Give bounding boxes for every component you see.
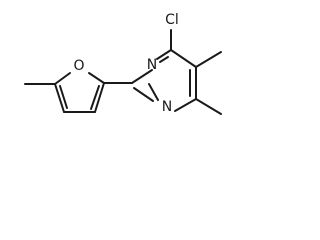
bond-furan-c4-c5-inner xyxy=(59,85,68,109)
bond-c6-n1-inner xyxy=(159,56,169,63)
bond-furan-c5-o xyxy=(54,72,71,85)
bond-c4-methyl xyxy=(195,98,222,115)
bond-n3-c4 xyxy=(174,98,197,112)
atom-label-nitrogen-bottom: N xyxy=(162,99,172,115)
bond-c5-methyl xyxy=(195,51,222,68)
bond-furan-c2-c3-inner xyxy=(90,85,100,110)
bond-furan-c2-c3 xyxy=(94,82,105,113)
structure-diagram: Cl N N O xyxy=(24,12,222,115)
bond-furan-c4-c5 xyxy=(54,83,65,113)
atom-label-nitrogen-top: N xyxy=(147,57,157,73)
atom-label-oxygen: O xyxy=(73,58,84,74)
bond-c6-n1 xyxy=(156,49,172,60)
bond-c5-c6 xyxy=(170,49,197,68)
bond-c2-n3 xyxy=(148,83,159,101)
bond-furan-o-c2 xyxy=(88,72,105,84)
atom-label-chlorine: Cl xyxy=(165,12,179,28)
bond-n3-c2-inner xyxy=(133,87,154,102)
bond-n1-c2 xyxy=(131,69,153,84)
